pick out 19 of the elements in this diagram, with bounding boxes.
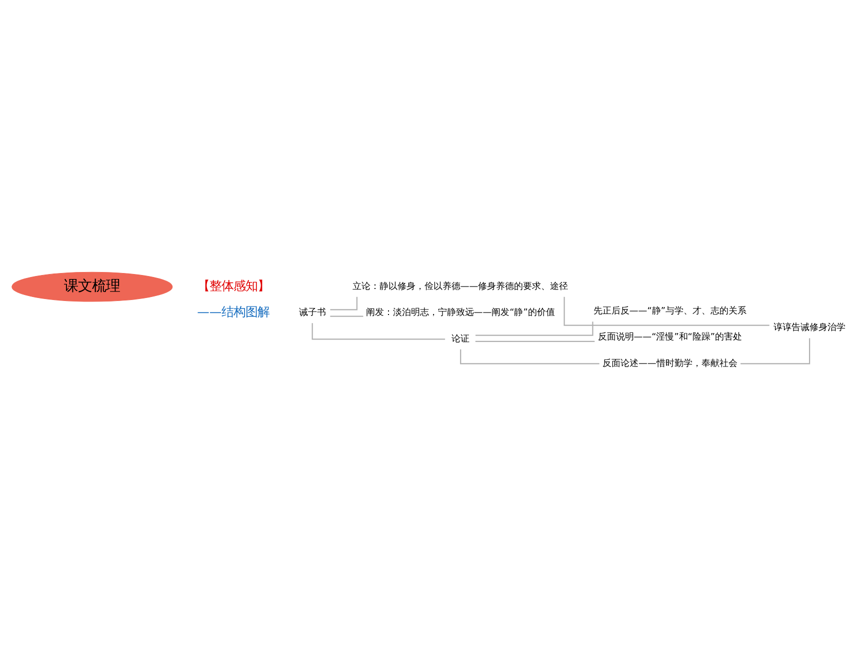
node-text: 谆谆告诫修身治学 — [772, 322, 845, 333]
connector — [563, 296, 769, 326]
connector — [475, 321, 593, 336]
node-text: 反面论述——惜时勤学，奉献社会 — [602, 358, 737, 368]
connector — [330, 296, 357, 310]
node-text: 反面说明——“淫慢”和“险躁”的害处 — [597, 332, 742, 342]
node-text: 论证 — [450, 334, 469, 344]
label: 【整体感知】 — [196, 278, 269, 292]
node-text: 先正后反——“静”与学、才、志的关系 — [592, 306, 746, 316]
connector — [474, 340, 594, 342]
connector — [311, 322, 445, 340]
connector — [330, 315, 363, 316]
label: ——结构图解 — [196, 304, 270, 319]
connector — [460, 348, 599, 364]
node-ellipse: 课文梳理 — [11, 271, 172, 302]
node-text: 诫子书 — [298, 308, 326, 318]
node-text: 阐发：淡泊明志，宁静致远——阐发“静”的价值 — [365, 308, 554, 318]
connector — [740, 338, 810, 364]
node-text: 立论：静以修身，俭以养德——修身养德的要求、途径 — [352, 281, 568, 292]
